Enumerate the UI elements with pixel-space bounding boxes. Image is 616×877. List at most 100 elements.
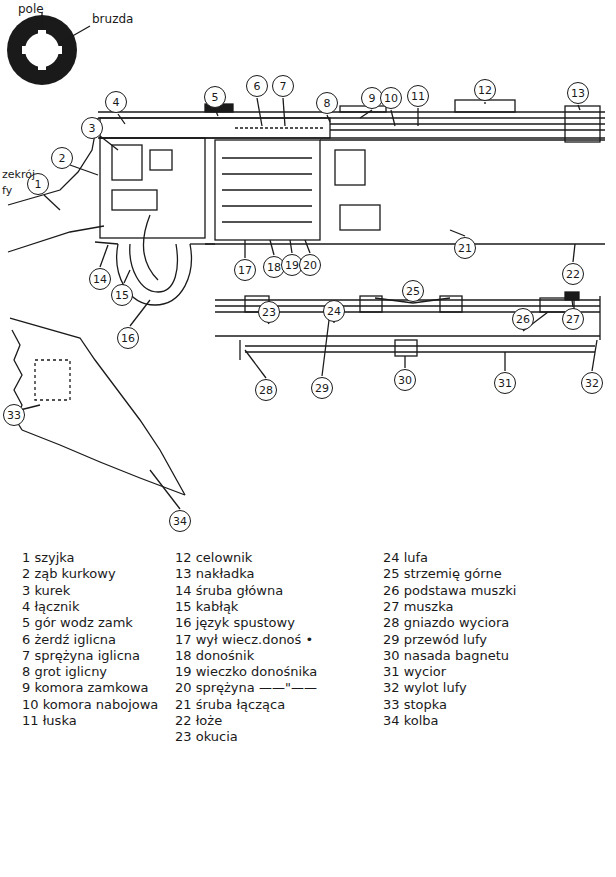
legend-entry: 7 sprężyna iglicna [22,648,140,664]
callout-text: 14 [93,274,107,285]
callout-text: 28 [259,385,273,396]
callout-number: 22 [562,263,584,285]
callout-text: 4 [113,97,120,108]
callout-number: 16 [117,327,139,349]
legend-entry: 34 kolba [383,713,439,729]
legend-entry: 8 grot iglicny [22,664,107,680]
legend-entry: 32 wylot lufy [383,680,467,696]
annotation: bruzda [92,12,133,26]
callout-number: 14 [89,268,111,290]
callout-text: 12 [478,85,492,96]
callout-text: 15 [115,290,129,301]
callout-text: 10 [384,93,398,104]
legend-entry: 12 celownik [175,550,252,566]
callout-text: 11 [411,91,425,102]
callout-text: 5 [212,92,219,103]
callout-text: 20 [303,260,317,271]
annotation: pole [18,2,44,16]
callout-number: 32 [581,372,603,394]
callout-text: 16 [121,333,135,344]
callout-number: 6 [246,75,268,97]
callout-text: 19 [285,260,299,271]
legend-entry: 26 podstawa muszki [383,583,516,599]
callout-number: 30 [394,369,416,391]
callout-number: 15 [111,284,133,306]
callout-text: 17 [238,265,252,276]
callout-text: 6 [254,81,261,92]
callout-number: 5 [204,86,226,108]
callout-number: 27 [562,308,584,330]
callout-number: 21 [454,237,476,259]
callout-text: 22 [566,269,580,280]
legend-entry: 18 donośnik [175,648,254,664]
legend-entry: 6 żerdź iglicna [22,632,116,648]
legend-entry: 11 łuska [22,713,77,729]
callout-text: 8 [324,98,331,109]
callout-text: 9 [369,93,376,104]
callout-number: 33 [3,404,25,426]
callout-text: 13 [571,88,585,99]
annotation: fy [2,184,12,197]
callout-number: 12 [474,79,496,101]
legend-entry: 16 język spustowy [175,615,295,631]
callout-text: 1 [35,179,42,190]
legend-entry: 3 kurek [22,583,70,599]
legend-entry: 19 wieczko donośnika [175,664,317,680]
callout-text: 25 [406,286,420,297]
callout-number: 20 [299,254,321,276]
callout-text: 31 [498,378,512,389]
callout-text: 21 [458,243,472,254]
legend-entry: 27 muszka [383,599,453,615]
callout-number: 25 [402,280,424,302]
legend-entry: 4 łącznik [22,599,79,615]
legend-entry: 1 szyjka [22,550,75,566]
legend-entry: 29 przewód lufy [383,632,487,648]
callout-number: 4 [105,91,127,113]
callout-number: 26 [512,308,534,330]
callout-text: 24 [327,306,341,317]
callout-text: 26 [516,314,530,325]
legend-entry: 14 śruba główna [175,583,283,599]
annotation: zekrój [2,168,35,181]
legend-entry: 15 kabłąk [175,599,238,615]
callout-text: 18 [267,262,281,273]
legend-entry: 17 wył wiecz.donoś • [175,632,313,648]
legend-entry: 21 śruba łącząca [175,697,285,713]
callout-number: 17 [234,259,256,281]
callout-number: 8 [316,92,338,114]
legend-entry: 20 sprężyna ——"—— [175,680,317,696]
callout-text: 27 [566,314,580,325]
callout-number: 28 [255,379,277,401]
legend-entry: 24 lufa [383,550,428,566]
callout-number: 10 [380,87,402,109]
callout-text: 7 [280,81,287,92]
legend-entry: 9 komora zamkowa [22,680,149,696]
legend-entry: 28 gniazdo wyciora [383,615,509,631]
legend-entry: 25 strzemię górne [383,566,502,582]
legend-entry: 22 łoże [175,713,222,729]
callout-text: 3 [89,123,96,134]
legend-entry: 30 nasada bagnetu [383,648,509,664]
callout-number: 11 [407,85,429,107]
callout-text: 33 [7,410,21,421]
callout-number: 29 [311,377,333,399]
callout-text: 30 [398,375,412,386]
legend-entry: 10 komora nabojowa [22,697,158,713]
callout-text: 29 [315,383,329,394]
legend-entry: 31 wycior [383,664,446,680]
legend-entry: 13 nakładka [175,566,255,582]
legend-entry: 2 ząb kurkowy [22,566,116,582]
callout-number: 2 [51,147,73,169]
legend-entry: 33 stopka [383,697,447,713]
legend-entry: 23 okucia [175,729,238,745]
callout-number: 34 [169,510,191,532]
callout-text: 2 [59,153,66,164]
callout-text: 32 [585,378,599,389]
callout-number: 24 [323,300,345,322]
legend-entry: 5 gór wodz zamk [22,615,133,631]
callout-number: 3 [81,117,103,139]
callout-number: 23 [258,301,280,323]
callout-text: 34 [173,516,187,527]
callout-number: 7 [272,75,294,97]
